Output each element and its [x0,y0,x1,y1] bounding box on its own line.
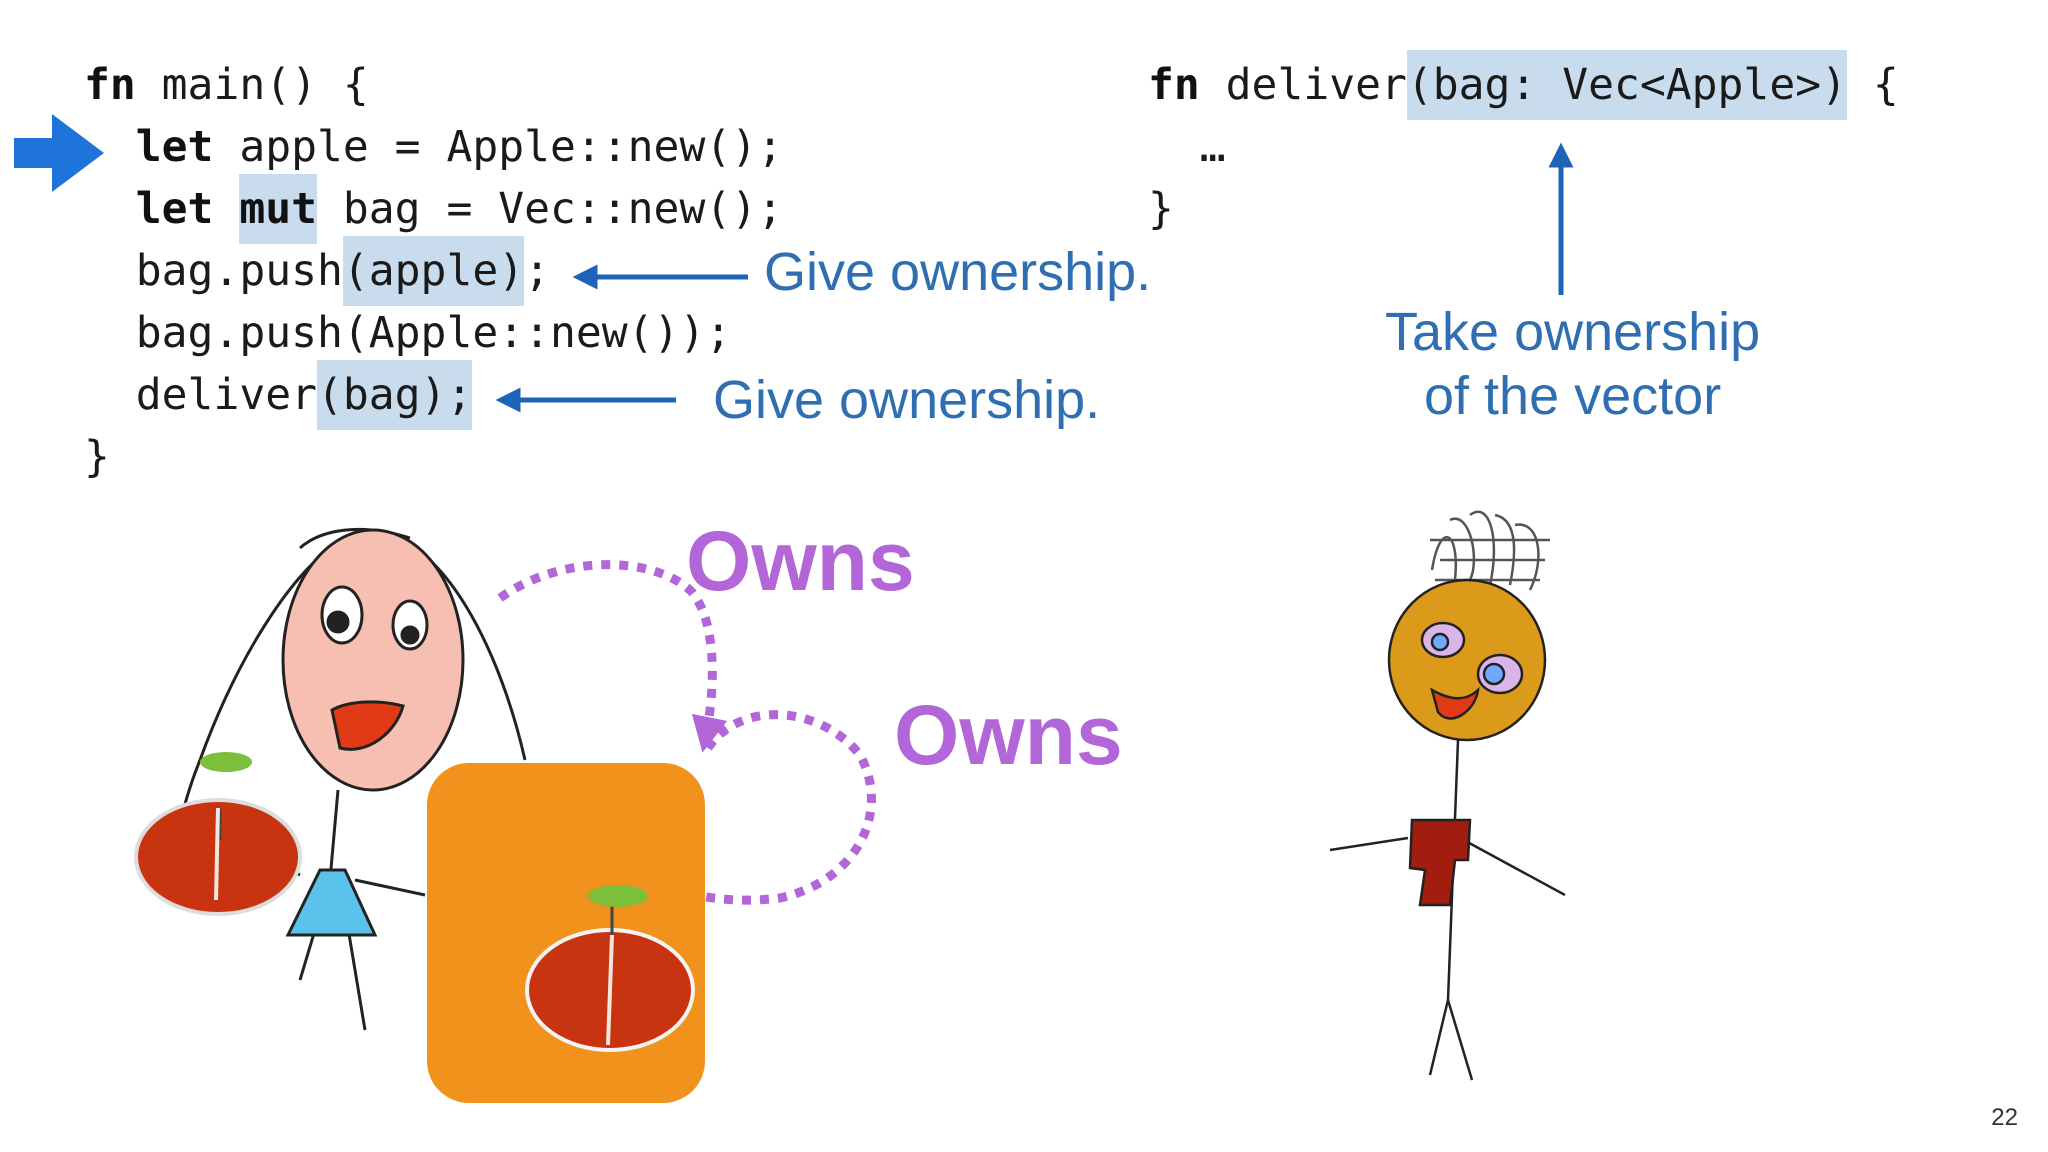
code-line-deliver-bag: deliver(bag); [84,360,783,430]
keyword-fn: fn [1148,60,1200,110]
give-ownership-annotation-1: Give ownership. [764,242,1152,302]
keyword-let: let [135,122,214,172]
page-number: 22 [1991,1104,2018,1131]
keyword-let: let [135,184,214,234]
code-line-push-apple: bag.push(apple); [84,236,783,306]
owns-label-bag-apple: Owns [894,688,1123,782]
code-line-close-brace: } [84,432,110,482]
apple-drawing-girl [134,752,302,916]
main-function-code: fn main() { let apple = Apple::new(); le… [84,54,783,488]
boy-drawing [1329,510,1566,1081]
code-line-fn-main: fn main() { [84,60,369,110]
keyword-fn: fn [84,60,136,110]
take-ownership-annotation: Take ownership of the vector [1385,302,1761,426]
deliver-param-highlight: (bag: Vec<Apple>) [1406,50,1847,120]
code-line-deliver-close: } [1148,184,1174,234]
bag-drawing [427,763,705,1103]
owns-arrow-bag-to-apple [633,710,876,906]
push-apple-highlight: (apple) [342,236,525,306]
owns-arrow-girl-to-bag [497,560,728,753]
code-line-fn-deliver: fn deliver(bag: Vec<Apple>) { [1148,50,1899,120]
code-line-let-mut-bag: let mut bag = Vec::new(); [84,174,783,244]
keyword-mut-highlight: mut [239,174,318,244]
owns-label-girl-bag: Owns [686,514,915,608]
code-line-ellipsis: … [1199,122,1226,172]
current-line-arrow-icon [14,114,104,192]
code-line-push-new-apple: bag.push(Apple::new()); [135,308,732,358]
deliver-function-code: fn deliver(bag: Vec<Apple>) { …} [1148,50,1899,240]
code-line-let-apple: let apple = Apple::new(); [135,122,783,172]
give-ownership-annotation-2: Give ownership. [713,370,1101,430]
deliver-bag-highlight: (bag); [317,360,473,430]
apple-drawing-in-bag [525,885,695,1052]
